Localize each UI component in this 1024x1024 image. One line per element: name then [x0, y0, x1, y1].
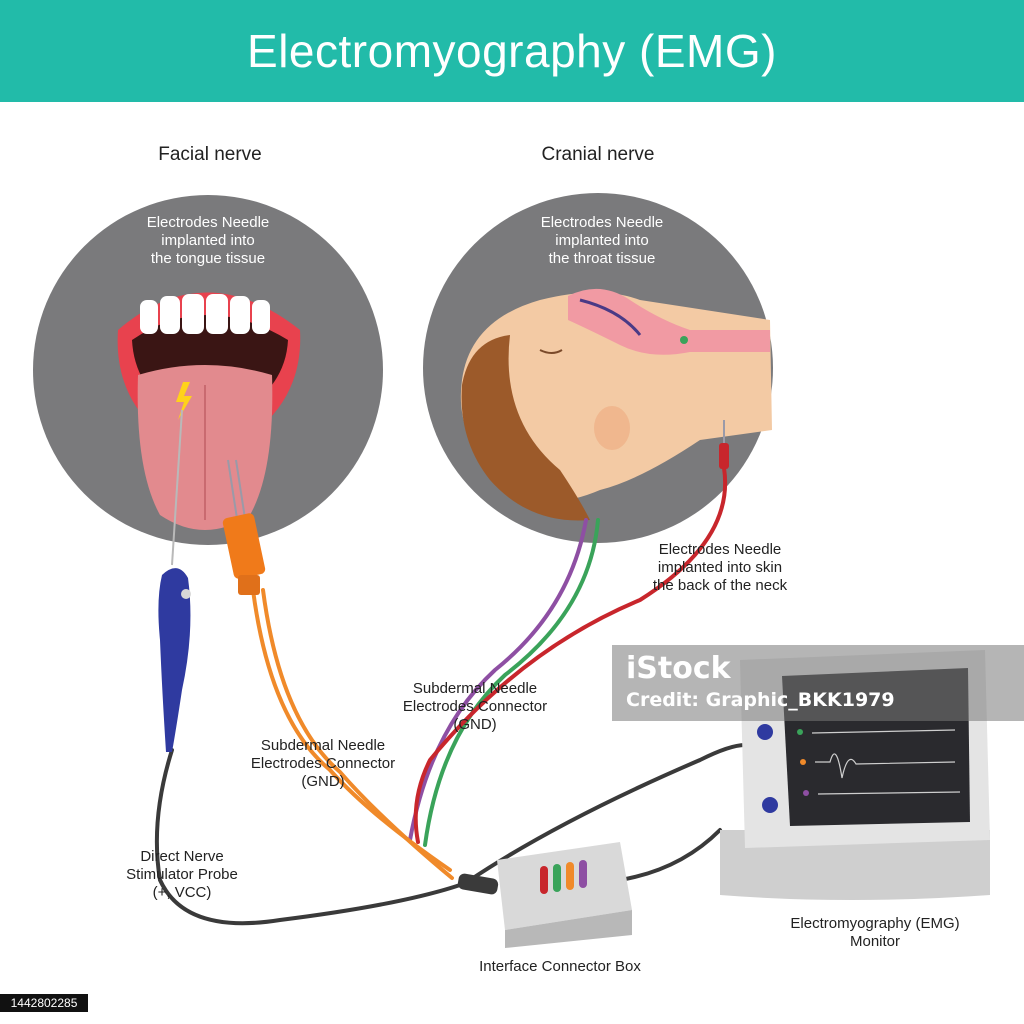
- orange-connector: [222, 513, 266, 595]
- stimulator-probe: [158, 568, 191, 752]
- watermark-credit: Credit: Graphic_BKK1979: [626, 689, 895, 711]
- tongue-electrodes-label: Electrodes Needle implanted into the ton…: [146, 214, 270, 267]
- emg-monitor-label: Electromyography (EMG) Monitor: [790, 915, 960, 950]
- istock-logo: iStock: [626, 651, 731, 686]
- subdermal-connector-upper-label: Subdermal Needle Electrodes Connector (G…: [402, 680, 548, 733]
- stock-id-badge: 1442802285: [0, 994, 88, 1012]
- head-illustration: [460, 288, 772, 521]
- page-title: Electromyography (EMG): [247, 25, 777, 77]
- stimulator-probe-label: Direct Nerve Stimulator Probe (+, VCC): [126, 848, 238, 901]
- cranial-nerve-heading: Cranial nerve: [541, 144, 655, 165]
- neck-electrodes-label: Electrodes Needle implanted into skin th…: [652, 541, 788, 594]
- facial-nerve-heading: Facial nerve: [158, 144, 262, 165]
- subdermal-connector-lower-label: Subdermal Needle Electrodes Connector (G…: [250, 737, 396, 790]
- interface-box-label: Interface Connector Box: [479, 958, 641, 975]
- interface-box-shape: [457, 842, 632, 948]
- wires: [154, 466, 747, 926]
- watermark-overlay: iStock Credit: Graphic_BKK1979: [612, 645, 1024, 721]
- title-banner: Electromyography (EMG): [0, 0, 1024, 102]
- throat-electrodes-label: Electrodes Needle implanted into the thr…: [540, 214, 664, 267]
- mouth-illustration: [117, 292, 301, 530]
